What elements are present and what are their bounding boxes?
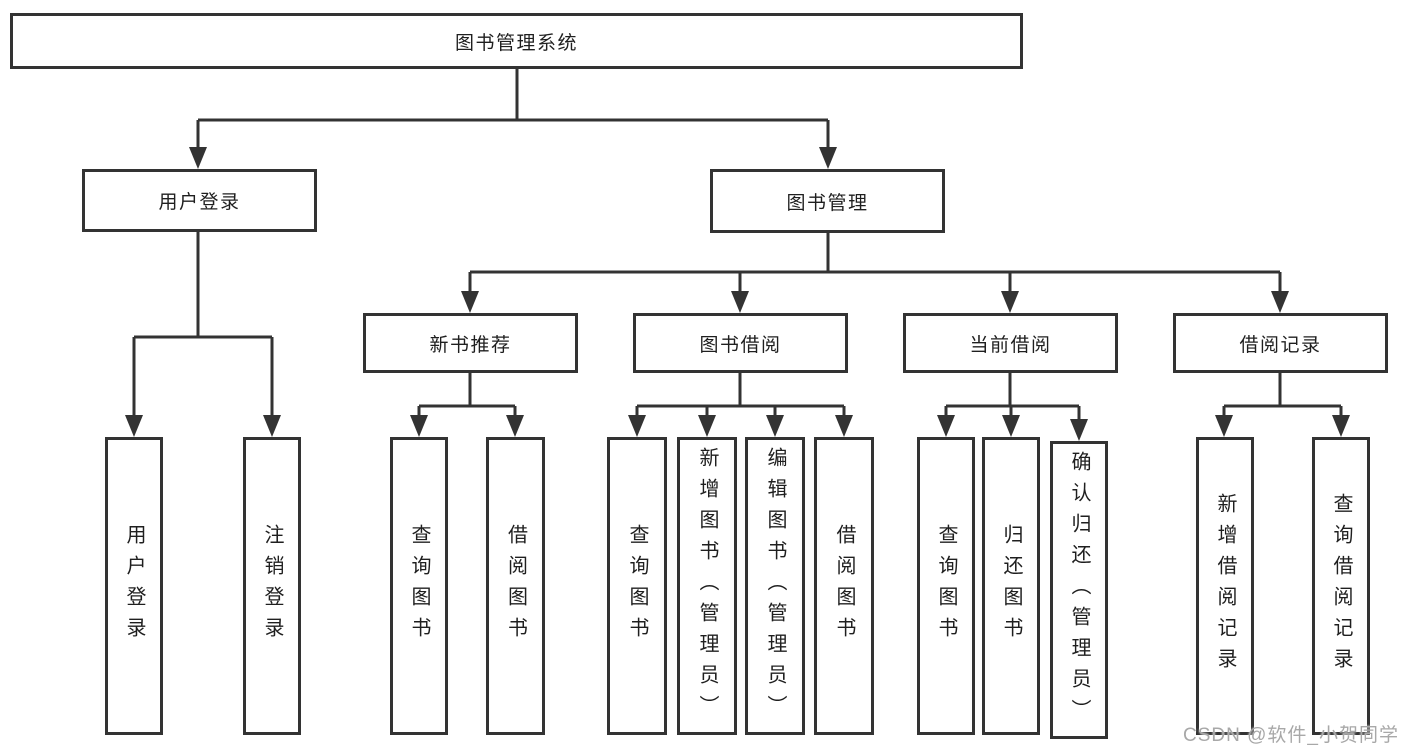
arrow-down-icon <box>1215 415 1233 437</box>
node-label: 注销登录 <box>261 524 283 648</box>
arrow-down-icon <box>819 147 837 169</box>
arrowheads <box>125 147 1350 441</box>
arrow-down-icon <box>506 415 524 437</box>
leaf-borrow-books-recommend: 借阅图书 <box>486 437 545 735</box>
node-current-borrowing: 当前借阅 <box>903 313 1118 373</box>
arrow-down-icon <box>628 415 646 437</box>
node-label: 借阅图书 <box>833 524 855 648</box>
node-book-management-system: 图书管理系统 <box>10 13 1023 69</box>
node-label: 查询图书 <box>935 524 957 648</box>
arrow-down-icon <box>698 415 716 437</box>
node-label: 查询图书 <box>408 524 430 648</box>
node-label: 查询借阅记录 <box>1330 493 1352 679</box>
connector-new-book-children <box>417 373 517 420</box>
connector-current-borrow-children <box>944 373 1081 424</box>
csdn-watermark: CSDN @软件_小贺同学 <box>1183 725 1399 746</box>
leaf-query-books-current: 查询图书 <box>917 437 975 735</box>
node-label: 新增图书（管理员） <box>696 446 718 726</box>
leaf-query-borrow-record: 查询借阅记录 <box>1312 437 1370 735</box>
leaf-edit-books-admin: 编辑图书（管理员） <box>745 437 805 735</box>
node-label: 新书推荐 <box>429 334 512 356</box>
node-label: 编辑图书（管理员） <box>764 446 786 726</box>
leaf-add-borrow-record: 新增借阅记录 <box>1196 437 1254 735</box>
node-label: 查询图书 <box>626 524 648 648</box>
node-label: 确认归还（管理员） <box>1068 450 1090 730</box>
node-label: 新增借阅记录 <box>1214 493 1236 679</box>
node-label: 借阅记录 <box>1239 334 1322 356</box>
leaf-borrow-books: 借阅图书 <box>814 437 874 735</box>
node-label: 用户登录 <box>123 524 145 648</box>
arrow-down-icon <box>835 415 853 437</box>
arrow-down-icon <box>263 415 281 437</box>
node-borrowing-records: 借阅记录 <box>1173 313 1388 373</box>
leaf-confirm-return-admin: 确认归还（管理员） <box>1050 441 1108 739</box>
node-label: 图书借阅 <box>699 334 782 356</box>
leaf-query-books-recommend: 查询图书 <box>390 437 448 735</box>
node-book-management: 图书管理 <box>710 169 945 233</box>
leaf-logout: 注销登录 <box>243 437 301 735</box>
node-label: 借阅图书 <box>504 524 527 648</box>
node-book-borrowing: 图书借阅 <box>633 313 848 373</box>
arrow-down-icon <box>766 415 784 437</box>
arrow-down-icon <box>410 415 428 437</box>
arrow-down-icon <box>1001 291 1019 313</box>
leaf-add-books-admin: 新增图书（管理员） <box>677 437 737 735</box>
node-new-book-recommendation: 新书推荐 <box>363 313 578 373</box>
leaf-return-books: 归还图书 <box>982 437 1040 735</box>
node-label: 当前借阅 <box>969 334 1052 356</box>
connector-book-borrow-children <box>635 373 846 420</box>
arrow-down-icon <box>937 415 955 437</box>
connector-root-to-level2 <box>196 69 830 152</box>
connector-user-login-children <box>132 232 274 420</box>
arrow-down-icon <box>461 291 479 313</box>
connector-borrow-records-children <box>1222 373 1343 420</box>
arrow-down-icon <box>125 415 143 437</box>
arrow-down-icon <box>1070 419 1088 441</box>
node-label: 归还图书 <box>1000 524 1022 648</box>
arrow-down-icon <box>1002 415 1020 437</box>
connector-book-mgmt-children <box>468 233 1282 296</box>
node-label: 图书管理系统 <box>454 32 578 54</box>
leaf-query-books-borrow: 查询图书 <box>607 437 667 735</box>
arrow-down-icon <box>189 147 207 169</box>
node-label: 用户登录 <box>158 192 241 213</box>
arrow-down-icon <box>1271 291 1289 313</box>
arrow-down-icon <box>731 291 749 313</box>
arrow-down-icon <box>1332 415 1350 437</box>
node-user-login: 用户登录 <box>82 169 317 232</box>
leaf-user-login: 用户登录 <box>105 437 163 735</box>
node-label: 图书管理 <box>786 192 869 214</box>
